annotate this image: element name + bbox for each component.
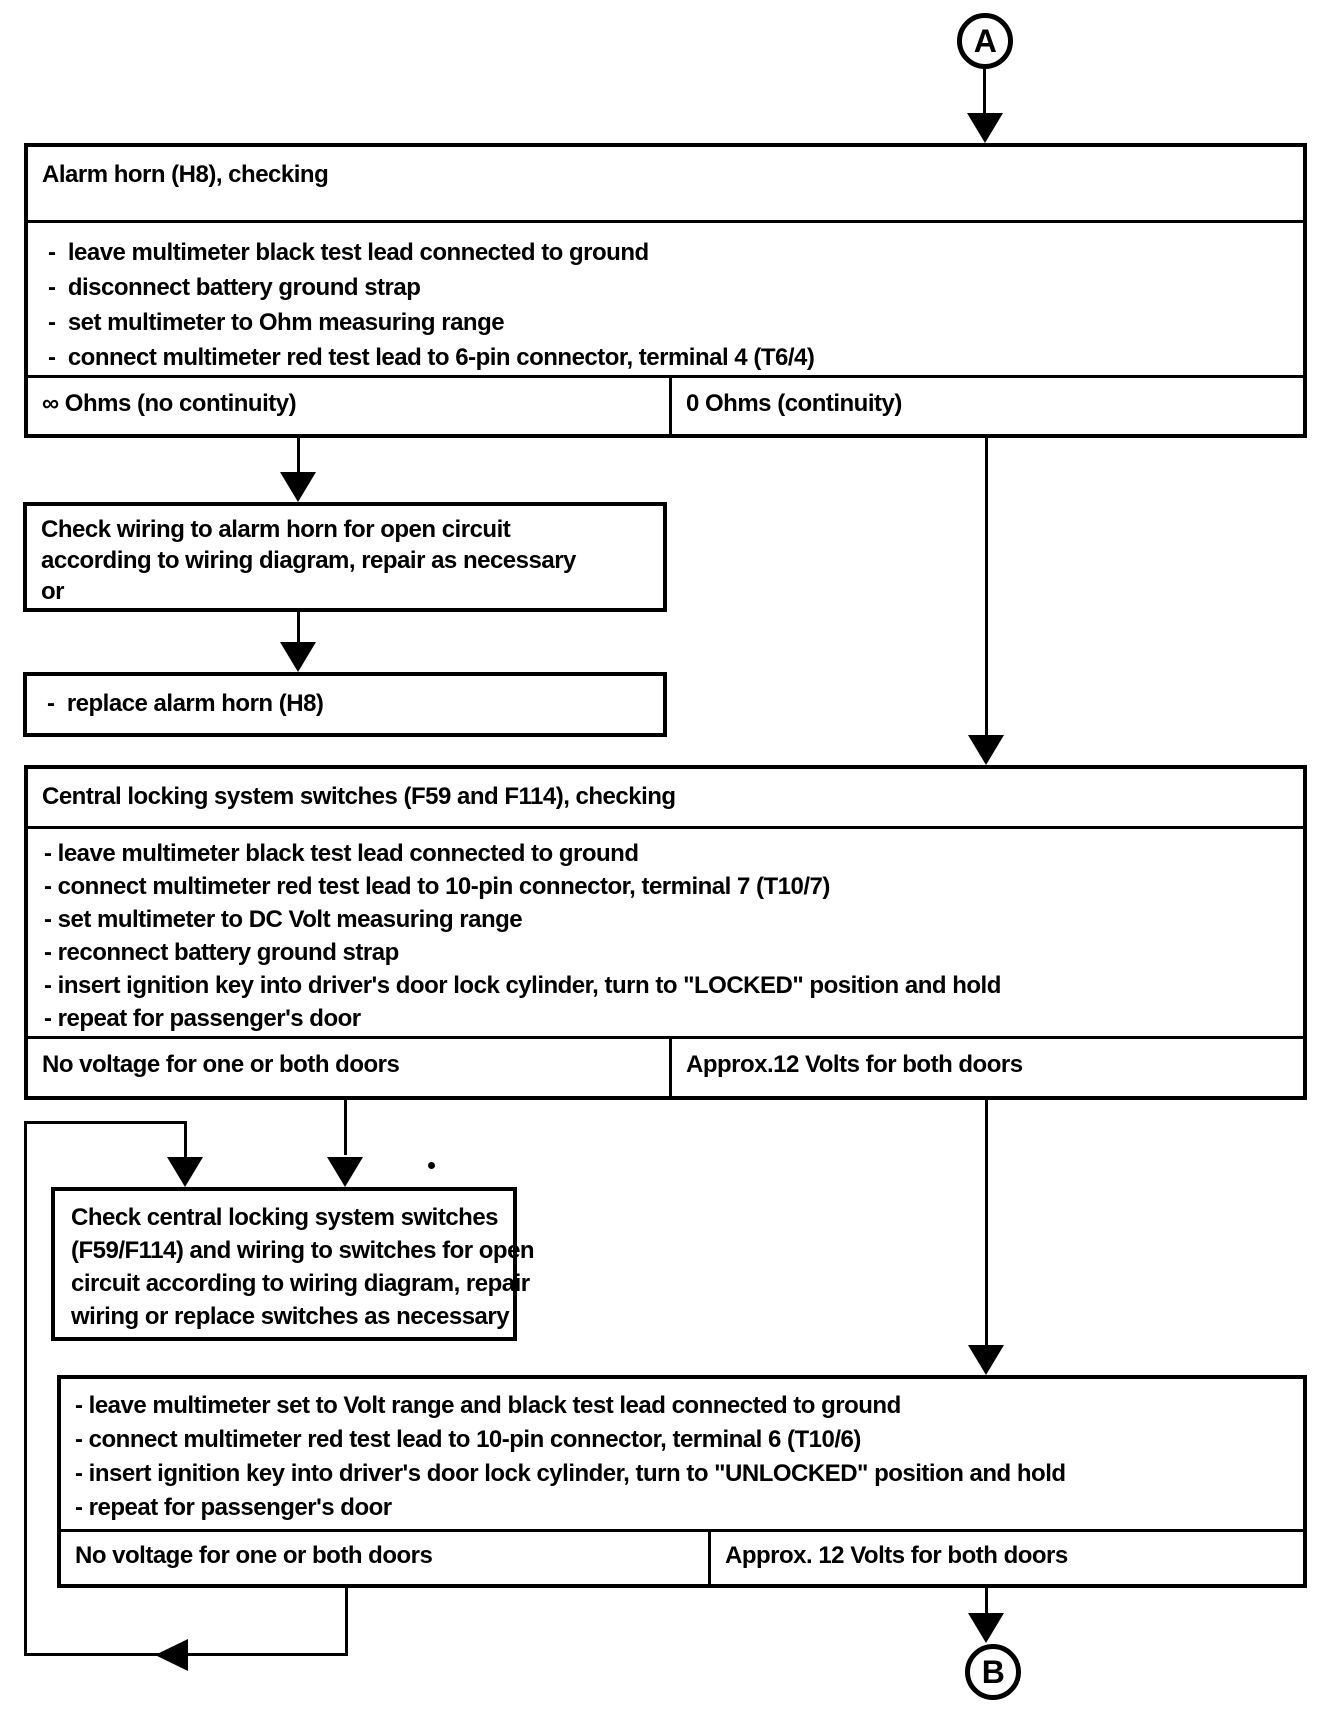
alarm-horn-steps: - leave multimeter black test lead conne…: [28, 223, 1303, 378]
unlock-check-steps: - leave multimeter set to Volt range and…: [61, 1379, 1303, 1532]
central-locking-check-box: Central locking system switches (F59 and…: [24, 765, 1307, 1100]
connector-line: [344, 1100, 347, 1155]
check-switches-action-box: Check central locking system switches (F…: [51, 1187, 535, 1341]
central-locking-steps: - leave multimeter black test lead conne…: [28, 829, 1303, 1039]
alarm-horn-check-box: Alarm horn (H8), checking - leave multim…: [24, 143, 1307, 438]
result-cell-continuity: 0 Ohms (continuity): [686, 390, 902, 417]
result-cell-no-continuity: ∞ Ohms (no continuity): [28, 378, 672, 434]
step-line: - connect multimeter red test lead to 10…: [75, 1426, 861, 1453]
replace-horn-action-box: - replace alarm horn (H8): [23, 672, 667, 737]
arrow-down-icon: [967, 113, 1003, 143]
connector-a-label: A: [973, 22, 997, 59]
arrow-down-icon: [280, 472, 316, 502]
connector-line: [184, 1121, 187, 1159]
connector-line: [24, 1121, 186, 1124]
alarm-horn-title: Alarm horn (H8), checking: [28, 147, 1303, 223]
step-line: - set multimeter to DC Volt measuring ra…: [44, 906, 523, 933]
arrow-down-icon: [280, 642, 316, 672]
connector-line: [985, 1588, 988, 1615]
scan-dot-artifact: [428, 1162, 435, 1169]
result-cell-12-volts-2: Approx. 12 Volts for both doors: [725, 1542, 1068, 1569]
result-cell-no-voltage-2: No voltage for one or both doors: [61, 1532, 711, 1584]
connector-line: [985, 438, 988, 737]
arrow-left-icon: [155, 1639, 188, 1671]
central-locking-results: No voltage for one or both doors Approx.…: [28, 1039, 1303, 1096]
step-line: - reconnect battery ground strap: [44, 939, 399, 966]
step-line: - connect multimeter red test lead to 6-…: [48, 344, 815, 371]
check-wiring-action-box: Check wiring to alarm horn for open circ…: [23, 502, 667, 612]
result-cell-12-volts: Approx.12 Volts for both doors: [686, 1051, 1023, 1078]
step-line: - repeat for passenger's door: [44, 1005, 361, 1032]
step-line: - repeat for passenger's door: [75, 1494, 392, 1521]
alarm-horn-results: ∞ Ohms (no continuity) 0 Ohms (continuit…: [28, 378, 1303, 434]
step-line: - set multimeter to Ohm measuring range: [48, 309, 505, 336]
step-line: - leave multimeter black test lead conne…: [44, 840, 639, 867]
arrow-down-icon: [167, 1157, 203, 1187]
connector-line: [345, 1588, 348, 1656]
central-locking-title: Central locking system switches (F59 and…: [28, 769, 1303, 829]
connector-line: [297, 612, 300, 644]
step-line: - connect multimeter red test lead to 10…: [44, 873, 830, 900]
connector-line: [983, 69, 986, 115]
step-line: - disconnect battery ground strap: [48, 274, 421, 301]
result-cell-no-voltage: No voltage for one or both doors: [28, 1039, 672, 1096]
arrow-down-icon: [327, 1157, 363, 1187]
connector-line: [24, 1121, 27, 1656]
step-line: - leave multimeter black test lead conne…: [48, 239, 649, 266]
step-line: - insert ignition key into driver's door…: [75, 1460, 1066, 1487]
unlock-check-box: - leave multimeter set to Volt range and…: [57, 1375, 1307, 1588]
arrow-down-icon: [968, 735, 1004, 765]
connector-a-circle: A: [957, 13, 1013, 69]
step-line: - leave multimeter set to Volt range and…: [75, 1392, 901, 1419]
connector-b-circle: B: [965, 1644, 1021, 1700]
arrow-down-icon: [968, 1345, 1004, 1375]
step-line: - insert ignition key into driver's door…: [44, 972, 1001, 999]
connector-line: [297, 438, 300, 474]
arrow-down-icon: [968, 1613, 1004, 1643]
unlock-check-results: No voltage for one or both doors Approx.…: [61, 1532, 1303, 1584]
connector-line: [985, 1100, 988, 1347]
connector-b-label: B: [981, 1653, 1005, 1690]
